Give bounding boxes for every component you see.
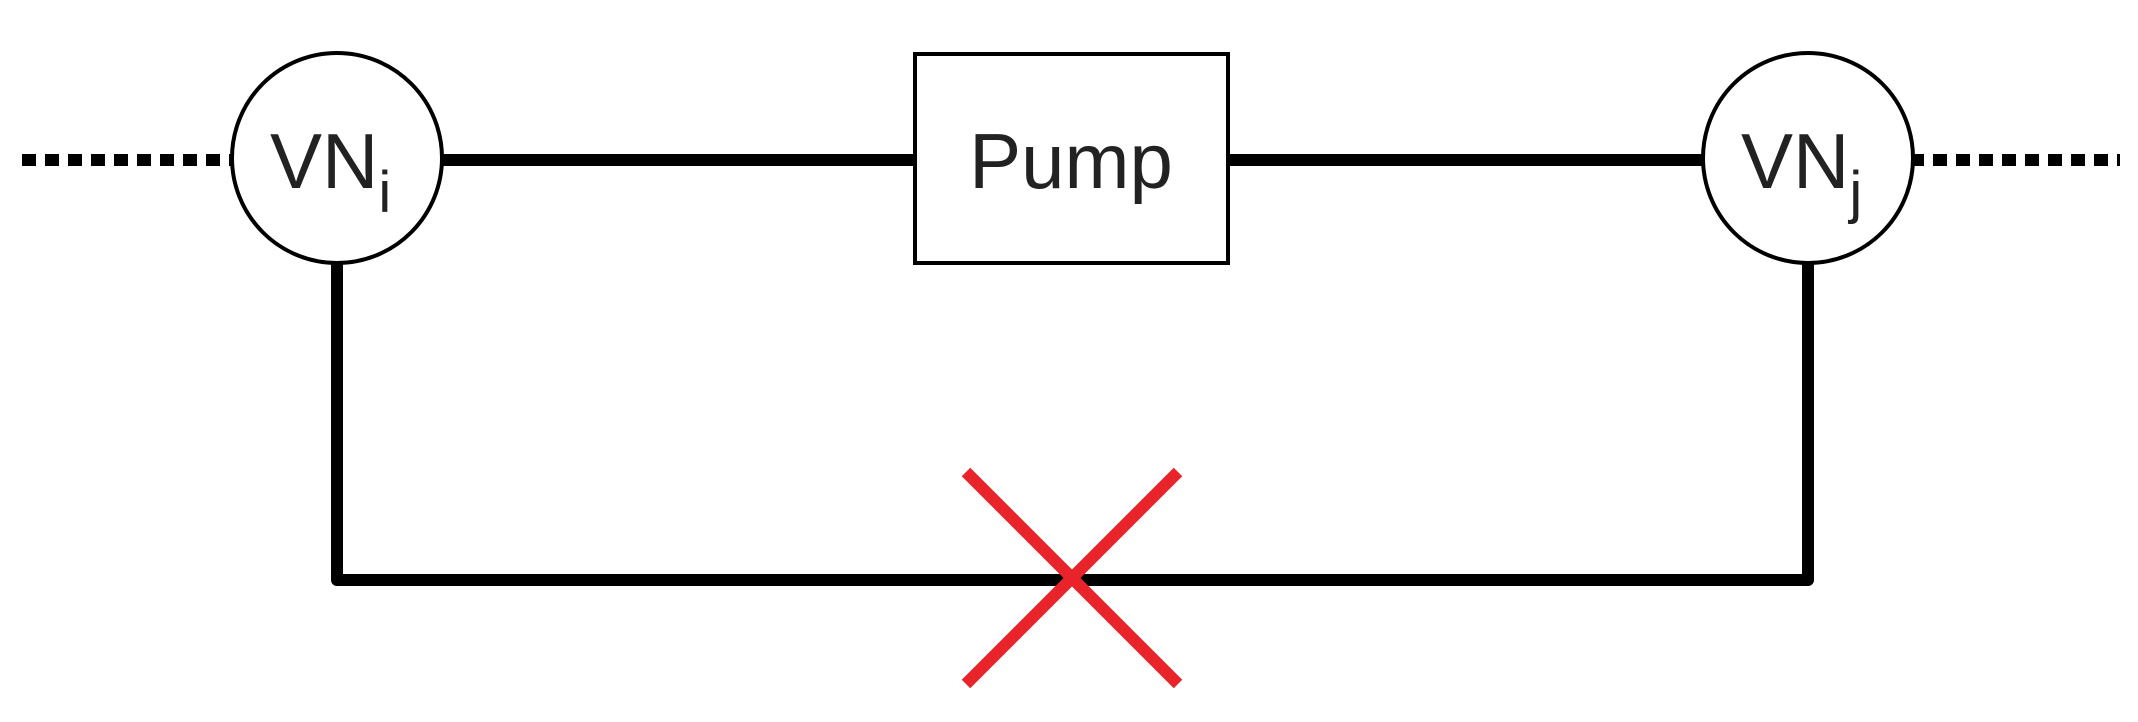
node-right-label-main: VN <box>1741 117 1849 205</box>
node-left-label-main: VN <box>270 117 378 205</box>
pump-label: Pump <box>969 117 1173 205</box>
node-right-label-subscript: j <box>1847 160 1862 225</box>
node-right: VNj <box>1701 51 1915 265</box>
node-left-label-subscript: i <box>378 160 391 225</box>
pump-box: Pump <box>913 52 1230 265</box>
cross-mark-icon <box>961 467 1183 689</box>
node-left-label: VNi <box>270 117 391 225</box>
node-right-label: VNj <box>1741 117 1862 225</box>
bypass-edge <box>331 262 1814 586</box>
node-left: VNi <box>230 51 444 265</box>
